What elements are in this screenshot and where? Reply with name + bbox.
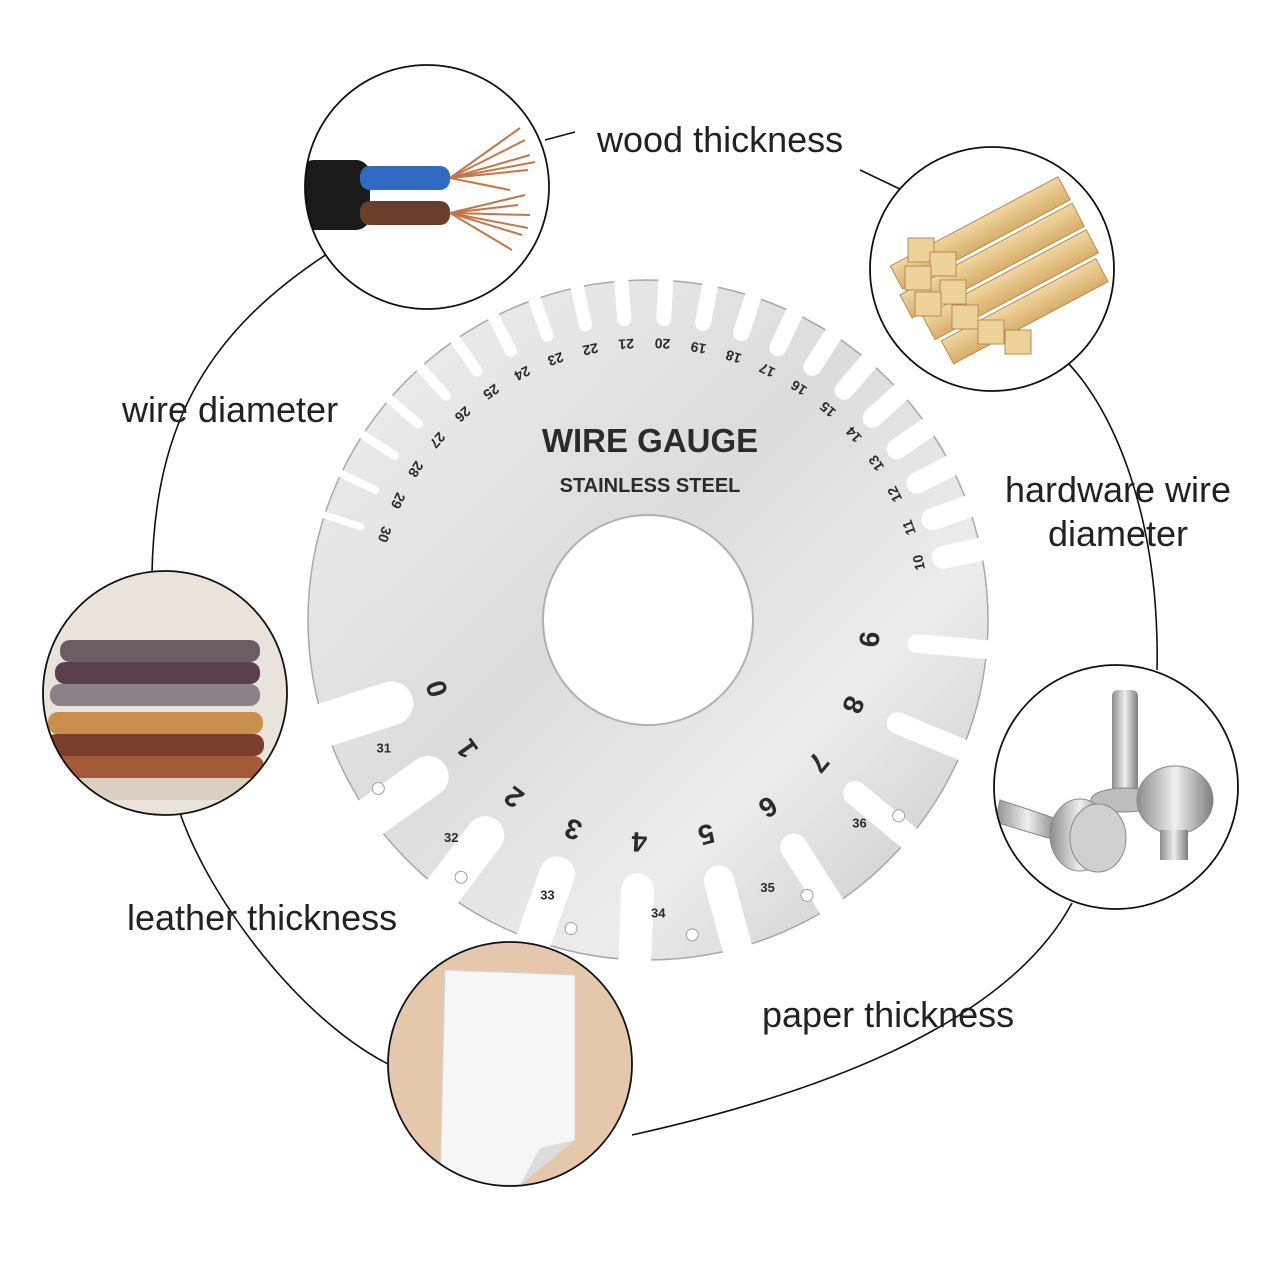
gauge-slot-large xyxy=(342,755,449,844)
gauge-slot xyxy=(862,379,915,428)
gauge-slot xyxy=(769,299,806,357)
gauge-number-small: 16 xyxy=(788,377,810,399)
gauge-slot-large xyxy=(886,712,983,765)
gauge-number-outer: 34 xyxy=(651,905,666,920)
label-hardware-line-1: hardware wire xyxy=(1004,469,1232,510)
gauge-slot xyxy=(485,306,517,357)
gauge-number-outer: 33 xyxy=(540,888,554,903)
wire-gauge-disc: WIRE GAUGE STAINLESS STEEL 3029282726252… xyxy=(293,267,1007,987)
gauge-slot xyxy=(803,321,846,376)
wood-sticks-icon xyxy=(869,146,1115,392)
gauge-subtitle: STAINLESS STEEL xyxy=(560,475,741,497)
gauge-slot-large xyxy=(417,816,505,919)
gauge-slot xyxy=(412,358,452,401)
label-wood-thickness: wood thickness xyxy=(597,119,844,160)
label-wire-diameter: wire diameter xyxy=(122,389,339,430)
gauge-slot xyxy=(906,452,967,494)
label-leather-thickness: leather thickness xyxy=(127,897,398,938)
gauge-number-large: 9 xyxy=(853,630,885,648)
gauge-number-small: 22 xyxy=(581,340,600,359)
label-hardware-line-2: diameter xyxy=(1047,513,1189,554)
gauge-slot xyxy=(834,348,882,400)
gauge-slot xyxy=(332,467,380,494)
screws-icon xyxy=(993,664,1239,910)
gauge-number-small: 28 xyxy=(405,458,427,480)
gauge-number-outer: 32 xyxy=(444,830,458,845)
gauge-number-small: 20 xyxy=(654,335,671,352)
connector-lines xyxy=(151,131,1158,1136)
gauge-slot-large xyxy=(293,681,414,751)
gauge-slot xyxy=(447,330,483,377)
gauge-slot-large xyxy=(703,865,755,973)
gauge-number-small: 30 xyxy=(375,525,395,545)
gauge-number-large: 4 xyxy=(631,826,648,858)
gauge-slot xyxy=(733,283,763,342)
gauge-slot xyxy=(695,272,719,331)
paper-sheet-icon xyxy=(387,941,633,1187)
gauge-number-small: 12 xyxy=(884,484,905,505)
gauge-number-small: 25 xyxy=(480,381,502,403)
copper-cable-icon xyxy=(304,64,550,310)
gauge-number-small: 11 xyxy=(899,518,919,537)
gauge-slot xyxy=(613,268,632,327)
gauge-hole xyxy=(892,809,906,823)
gauge-slot xyxy=(569,275,592,332)
label-paper-thickness: paper thickness xyxy=(762,994,1015,1035)
gauge-slot-large xyxy=(842,780,929,857)
gauge-number-outer: 31 xyxy=(377,740,391,755)
gauge-hole xyxy=(371,782,385,796)
gauge-number-small: 24 xyxy=(512,363,533,384)
gauge-number-outer: 36 xyxy=(852,816,866,831)
gauge-slot-large xyxy=(780,833,851,929)
gauge-hole xyxy=(685,928,699,942)
gauge-slot xyxy=(886,414,943,460)
gauge-center-hole xyxy=(542,514,754,726)
gauge-slot-large xyxy=(512,856,575,968)
gauge-slot xyxy=(354,427,400,460)
gauge-slot xyxy=(931,536,997,569)
gauge-hole xyxy=(800,888,814,902)
gauge-number-small: 21 xyxy=(618,336,635,353)
gauge-hole xyxy=(564,922,578,936)
gauge-slot xyxy=(316,509,365,531)
gauge-number-small: 23 xyxy=(545,349,565,369)
gauge-slot xyxy=(380,391,424,429)
gauge-slot xyxy=(921,493,985,531)
label-hardware-wire-diameter: hardware wire diameter xyxy=(1000,468,1236,556)
leather-samples-icon xyxy=(42,570,288,816)
gauge-slot-large xyxy=(907,634,1007,660)
gauge-title: WIRE GAUGE xyxy=(542,422,758,459)
gauge-number-small: 17 xyxy=(756,360,777,381)
gauge-number-small: 29 xyxy=(388,490,409,511)
gauge-number-small: 13 xyxy=(865,452,887,474)
gauge-number-small: 18 xyxy=(723,347,743,367)
gauge-slot-large xyxy=(618,873,654,987)
gauge-number-outer: 35 xyxy=(760,880,774,895)
gauge-hole xyxy=(454,870,468,884)
gauge-slot xyxy=(526,288,554,342)
gauge-slot xyxy=(656,267,674,326)
gauge-number-small: 10 xyxy=(909,553,928,572)
gauge-number-small: 19 xyxy=(689,339,707,358)
